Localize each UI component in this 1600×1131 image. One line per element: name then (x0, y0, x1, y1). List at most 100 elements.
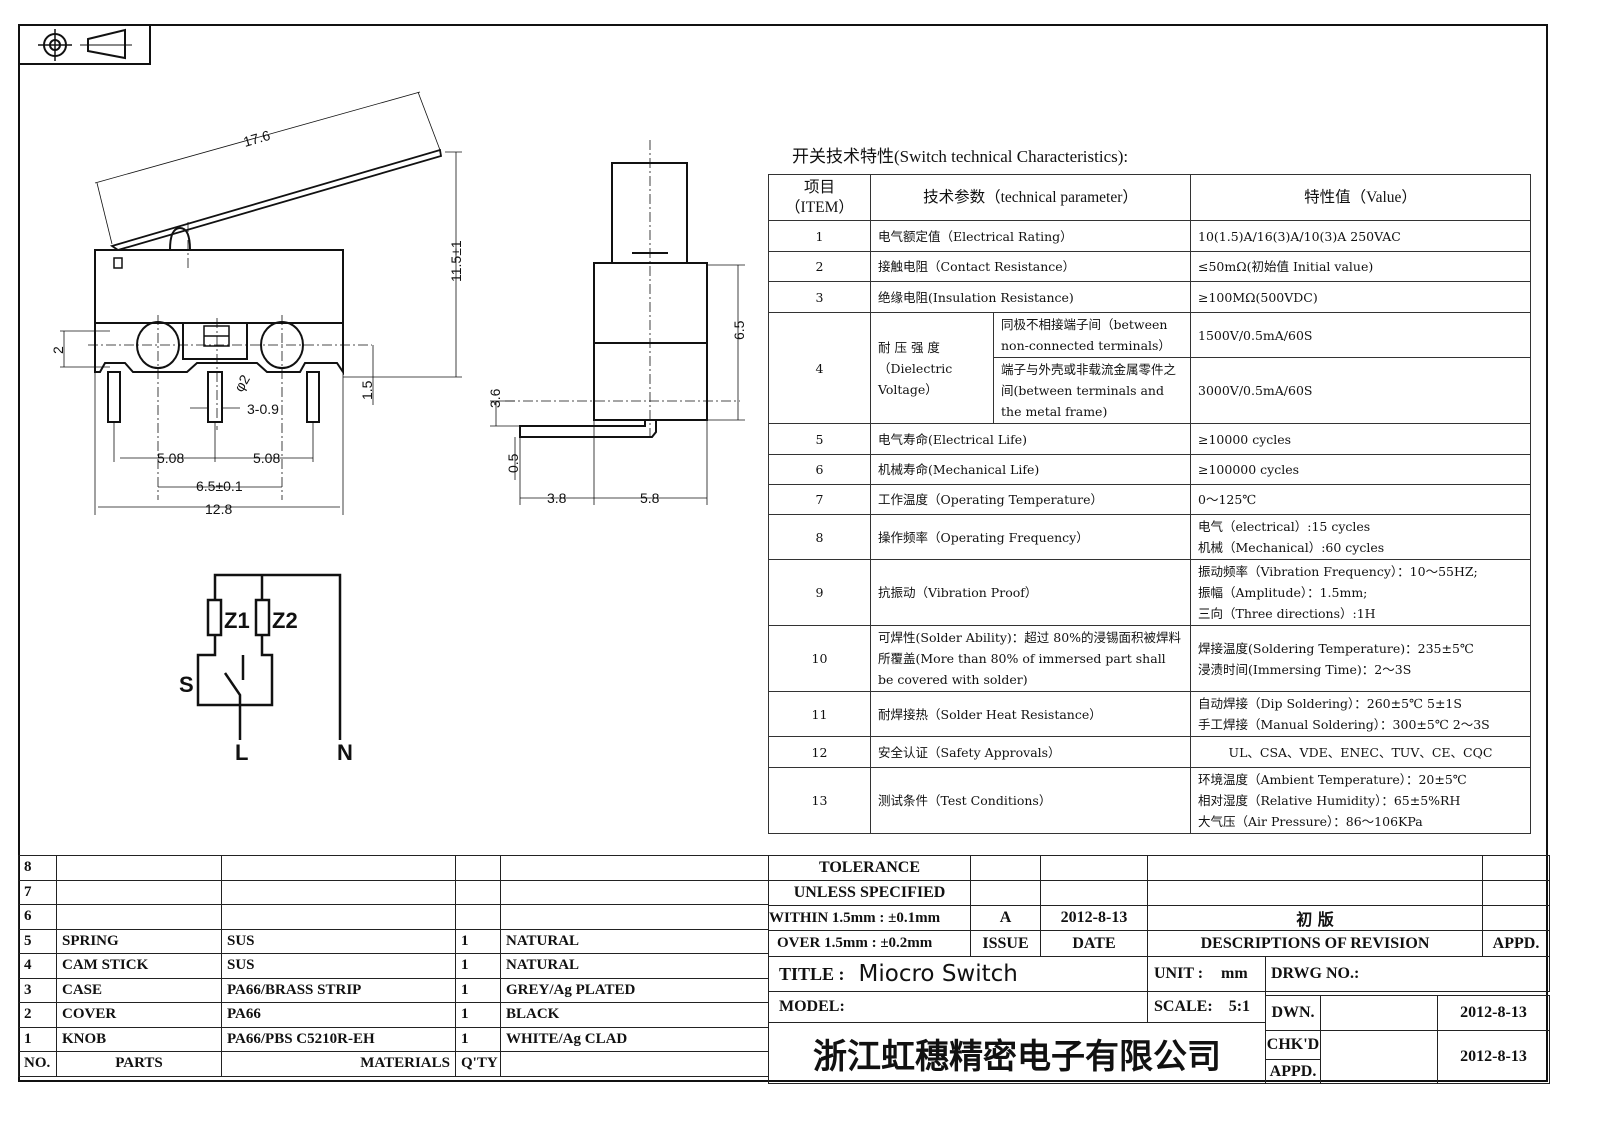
third-angle-projection-icon (38, 28, 132, 61)
part-material (221, 879, 456, 905)
row-no: 4 (768, 312, 871, 424)
scale-label: SCALE: (1154, 998, 1213, 1015)
part-qty: 1 (455, 953, 501, 979)
part-name (56, 904, 222, 930)
part-material (221, 855, 456, 881)
part-no: 1 (18, 1026, 57, 1052)
row-sub-label: 同极不相接端子间（between non-connected terminals… (993, 312, 1191, 358)
part-name: CAM STICK (56, 953, 222, 979)
value-line: 电气（electrical）:15 cycles (1198, 519, 1371, 534)
row-no: 5 (768, 423, 871, 455)
rev-issue-empty (970, 855, 1041, 881)
unit-cell: UNIT :mm (1147, 956, 1266, 992)
value-line: 手工焊接（Manual Soldering）：300±5℃ 2～3S (1198, 717, 1490, 732)
parts-row: 7 (18, 879, 769, 905)
header-materials: MATERIALS (221, 1051, 456, 1077)
header-value: 特性值（Value） (1190, 174, 1531, 221)
part-qty (455, 855, 501, 881)
part-finish (500, 879, 769, 905)
side-view (519, 162, 708, 438)
value-line: 焊接温度(Soldering Temperature)：235±5℃ (1198, 640, 1474, 656)
part-finish: BLACK (500, 1002, 769, 1028)
row-no: 6 (768, 454, 871, 485)
value-line: 相对湿度（Relative Humidity）：65±5%RH (1198, 793, 1461, 808)
chkd-date: 2012-8-13 (1437, 1030, 1550, 1084)
value-line: 自动焊接（Dip Soldering）：260±5℃ 5±1S (1198, 696, 1462, 711)
projection-symbol-box (18, 24, 151, 65)
header-item: 项目 （ITEM） (768, 174, 871, 221)
dim-terminal-thickness: 0.5 (505, 453, 521, 473)
header-item-en: （ITEM） (785, 198, 854, 216)
row-param: 操作频率（Operating Frequency） (870, 514, 1191, 560)
part-material (221, 904, 456, 930)
spec-table-title: 开关技术特性(Switch technical Characteristics)… (792, 147, 1129, 166)
value-line: 环境温度（Ambient Temperature）：20±5℃ (1198, 772, 1467, 787)
rev-issue: A (970, 905, 1041, 931)
row-value: ≥100000 cycles (1190, 454, 1531, 485)
row-param: 耐 压 强 度 （Dielectric Voltage） (870, 312, 994, 424)
part-qty: 1 (455, 977, 501, 1003)
row-param: 抗振动（Vibration Proof） (870, 559, 1191, 626)
value-line: 振动频率（Vibration Frequency）：10～55HZ; (1198, 564, 1478, 579)
center-lines (88, 140, 740, 500)
dwn-name (1320, 995, 1438, 1031)
part-no: 8 (18, 855, 57, 881)
part-qty: 1 (455, 1002, 501, 1028)
row-no: 11 (768, 691, 871, 737)
dim-body-depth: 5.8 (640, 490, 660, 506)
circuit-schematic (196, 573, 342, 740)
row-param: 电气寿命(Electrical Life) (870, 423, 1191, 455)
part-name (56, 879, 222, 905)
parts-row: 8 (18, 855, 769, 881)
company-name: 浙江虹穗精密电子有限公司 (768, 1022, 1266, 1084)
row-param: 测试条件（Test Conditions） (870, 767, 1191, 834)
rev-issue-empty (970, 880, 1041, 906)
spec-row: 4 耐 压 强 度 （Dielectric Voltage） 同极不相接端子间（… (768, 312, 1531, 424)
part-no: 4 (18, 953, 57, 979)
row-no: 12 (768, 736, 871, 768)
front-view (94, 148, 443, 423)
rev-date-empty (1040, 855, 1148, 881)
row-no: 7 (768, 484, 871, 515)
row-param: 可焊性(Solder Ability)：超过 80%的浸锡面积被焊料所覆盖(Mo… (870, 625, 1191, 692)
header-item-cn: 项目 (803, 178, 835, 196)
dwn-date: 2012-8-13 (1437, 995, 1550, 1031)
part-qty (455, 904, 501, 930)
row-sub-label: 端子与外壳或非载流金属零件之间(between terminals and th… (993, 357, 1191, 424)
scale-value: 5:1 (1228, 998, 1251, 1015)
part-material: SUS (221, 953, 456, 979)
part-name: CASE (56, 977, 222, 1003)
part-no: 5 (18, 928, 57, 954)
spec-table: 项目（ITEM） 技术参数（technical parameter） 特性值（V… (768, 174, 1531, 834)
rev-desc-empty (1147, 855, 1483, 881)
dimension-labels: 17.6 11.5±1 2 1.5 φ2 3-0.9 5.08 5.08 6.5… (50, 127, 747, 517)
row-param: 电气额定值（Electrical Rating） (870, 220, 1191, 252)
label-n: N (337, 740, 353, 765)
parts-row: 6 (18, 904, 769, 930)
part-finish: GREY/Ag PLATED (500, 977, 769, 1003)
unit-label: UNIT : (1154, 965, 1204, 982)
tolerance-over: OVER 1.5mm : ±0.2mm (768, 930, 971, 957)
title-label: TITLE : (779, 963, 845, 984)
row-no: 1 (768, 220, 871, 252)
model-label: MODEL: (768, 991, 1148, 1023)
drawing-frame (18, 24, 1548, 1082)
description-label: DESCRIPTIONS OF REVISION (1147, 930, 1483, 957)
title-block: TOLERANCE UNLESS SPECIFIED WITHIN 1.5mm … (768, 855, 1550, 1084)
part-material: PA66 (221, 1002, 456, 1028)
value-line: 振幅（Amplitude）：1.5mm; (1198, 585, 1368, 600)
title-row: TITLE : Miocro Switch (768, 956, 1148, 992)
part-material: PA66/BRASS STRIP (221, 977, 456, 1003)
